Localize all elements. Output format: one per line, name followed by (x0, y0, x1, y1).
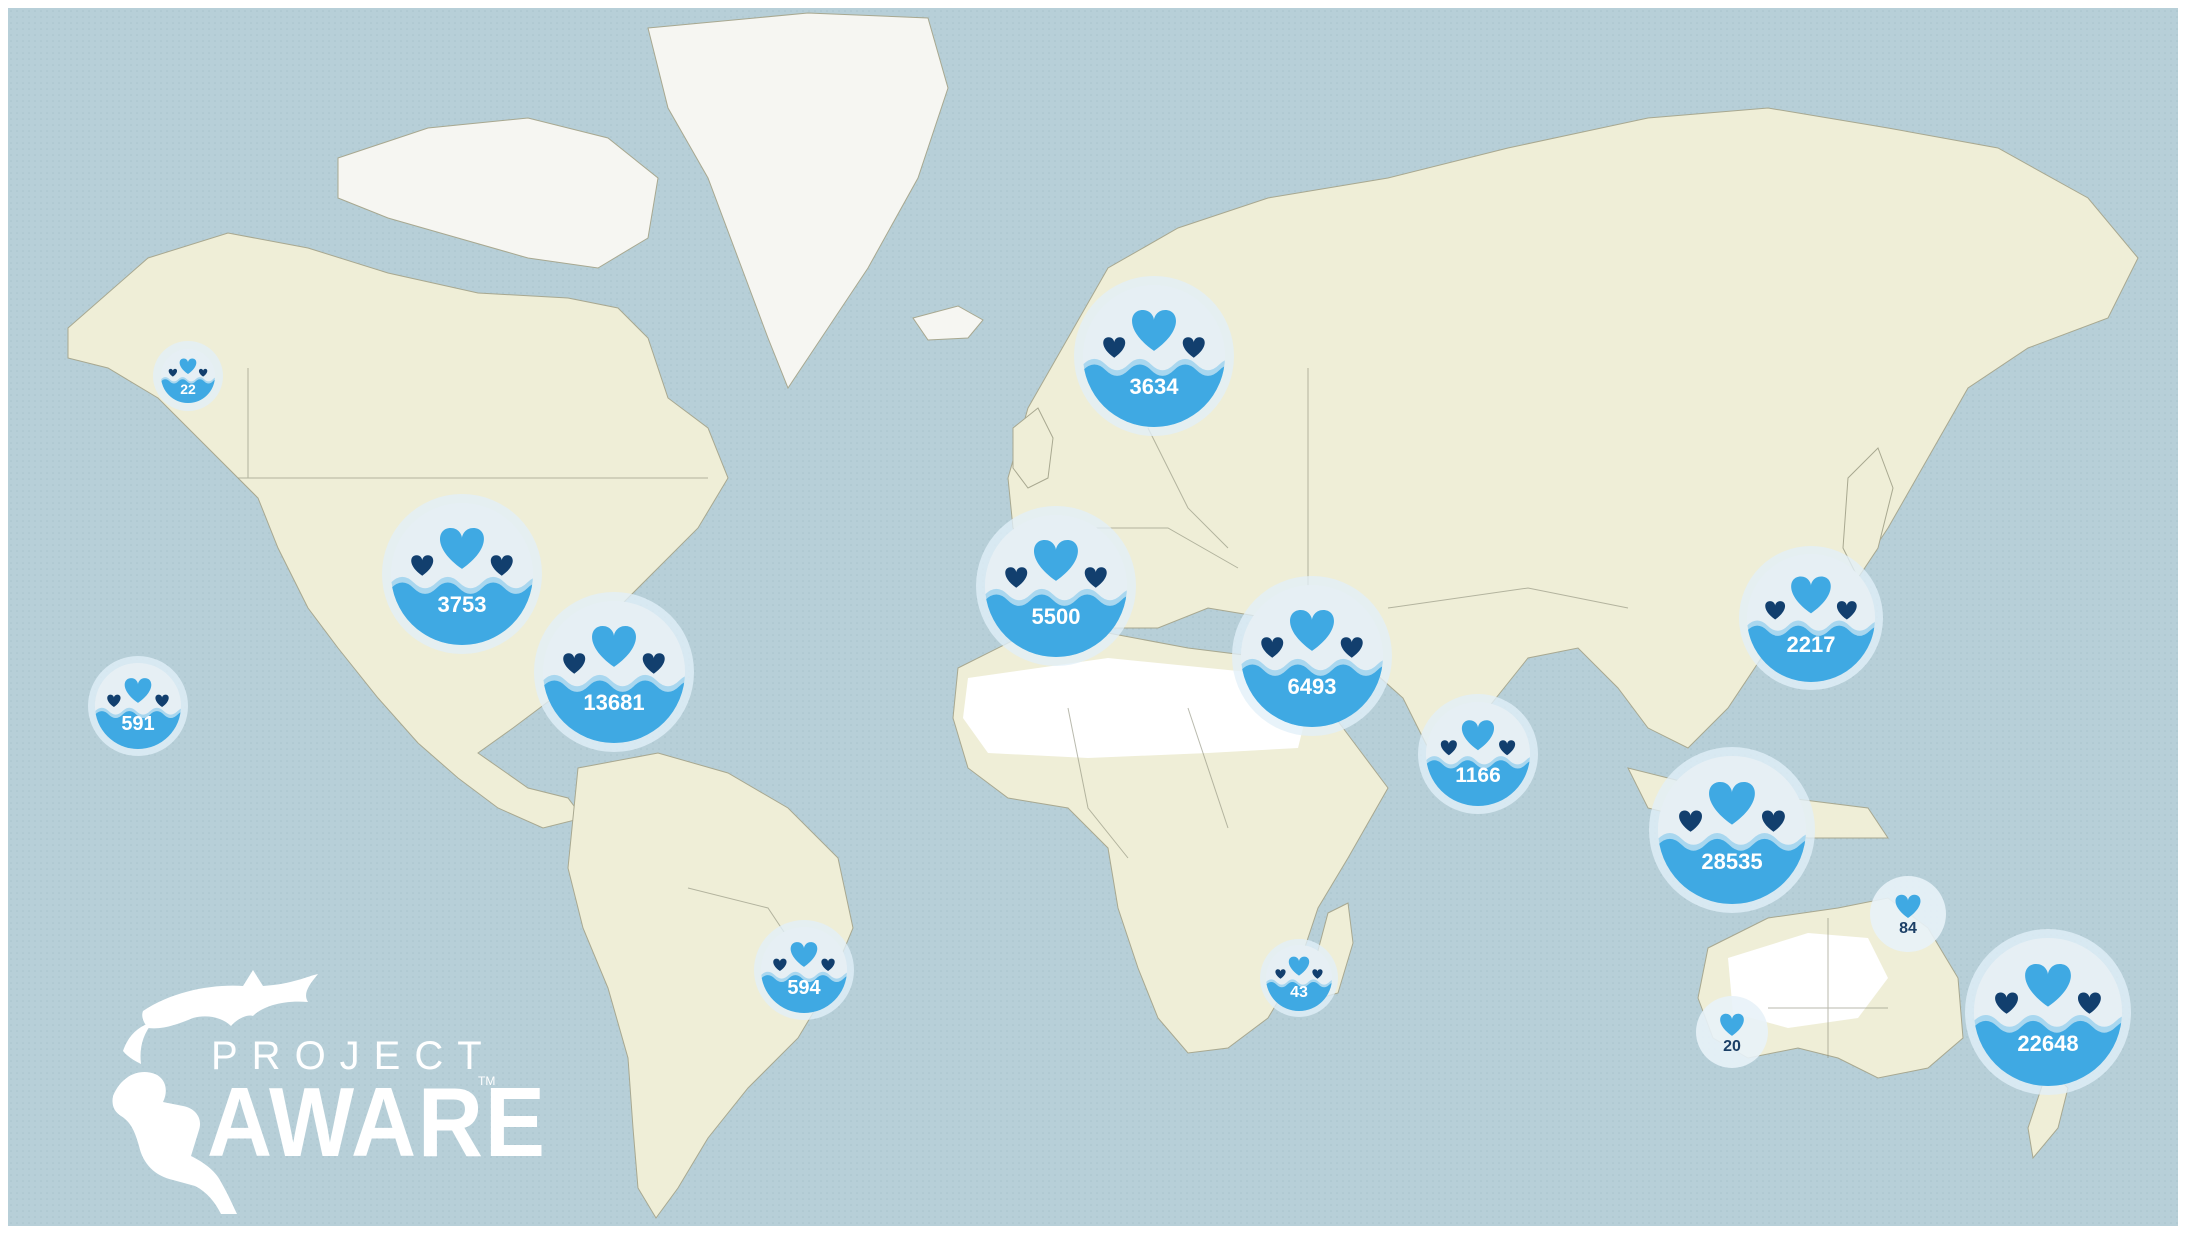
hearts-icon (95, 663, 181, 749)
logo-text-aware: AWARE (207, 1067, 547, 1177)
hearts-icon (985, 515, 1127, 657)
hearts-icon (391, 503, 533, 645)
heart-icon (1895, 894, 1921, 919)
land-iceland (912, 305, 984, 341)
logo-trademark: TM (478, 1074, 496, 1088)
cluster-india[interactable]: 1166 (1418, 694, 1538, 814)
cluster-east-asia[interactable]: 2217 (1739, 546, 1883, 690)
hearts-icon (1974, 938, 2122, 1086)
cluster-madagascar[interactable]: 43 (1260, 939, 1338, 1017)
land-japan (1842, 447, 1894, 579)
cluster-count: 22648 (2017, 1031, 2079, 1056)
desert-australia (1728, 933, 1888, 1028)
cluster-north-america[interactable]: 3753 (382, 494, 542, 654)
cluster-count: 20 (1723, 1038, 1741, 1055)
land-greenland (647, 12, 949, 390)
land-britain (1012, 407, 1054, 489)
cluster-count: 3634 (1129, 374, 1179, 399)
shark-diver-logo-icon (112, 970, 318, 1214)
cluster-middle-east[interactable]: 6493 (1232, 576, 1392, 736)
cluster-alaska[interactable]: 22 (153, 341, 223, 411)
desert-sahara (963, 658, 1308, 758)
cluster-count: 5500 (1031, 604, 1081, 629)
logo-text-project: PROJECT (211, 1034, 496, 1078)
cluster-southeast-asia[interactable]: 28535 (1649, 747, 1815, 913)
cluster-count: 13681 (583, 690, 645, 715)
cluster-scandinavia[interactable]: 3634 (1074, 276, 1234, 436)
hearts-icon (1658, 756, 1806, 904)
hearts-icon (1241, 585, 1383, 727)
project-aware-logo: PROJECT AWARE TM (103, 956, 545, 1216)
cluster-count: 1166 (1455, 764, 1501, 787)
cluster-southeast-australia[interactable]: 22648 (1965, 929, 2131, 1095)
world-map[interactable]: 22 3753 13681 591 594 3634 5500 6493 (8, 8, 2178, 1226)
cluster-count: 594 (787, 977, 821, 999)
land-south-america (567, 752, 854, 1219)
hearts-icon (161, 349, 215, 403)
cluster-count: 28535 (1701, 849, 1763, 874)
hearts-icon (543, 601, 685, 743)
cluster-count: 43 (1290, 984, 1308, 1001)
cluster-count: 6493 (1287, 674, 1337, 699)
hearts-icon (1426, 702, 1530, 806)
cluster-count: 84 (1899, 920, 1917, 937)
cluster-hawaii[interactable]: 591 (88, 656, 188, 756)
cluster-count: 22 (180, 381, 196, 397)
heart-icon (1720, 1013, 1744, 1036)
hearts-icon (761, 927, 847, 1013)
cluster-caribbean[interactable]: 13681 (534, 592, 694, 752)
cluster-count: 3753 (437, 592, 487, 617)
hearts-icon (1266, 945, 1332, 1011)
cluster-brazil[interactable]: 594 (754, 920, 854, 1020)
hearts-icon (1083, 285, 1225, 427)
cluster-count: 2217 (1786, 632, 1836, 657)
cluster-count: 591 (121, 713, 155, 735)
cluster-northeast-australia[interactable]: 84 (1870, 876, 1946, 952)
cluster-western-australia[interactable]: 20 (1696, 996, 1768, 1068)
hearts-icon (1747, 554, 1875, 682)
cluster-western-europe[interactable]: 5500 (976, 506, 1136, 666)
land-arctic-islands (337, 117, 659, 269)
